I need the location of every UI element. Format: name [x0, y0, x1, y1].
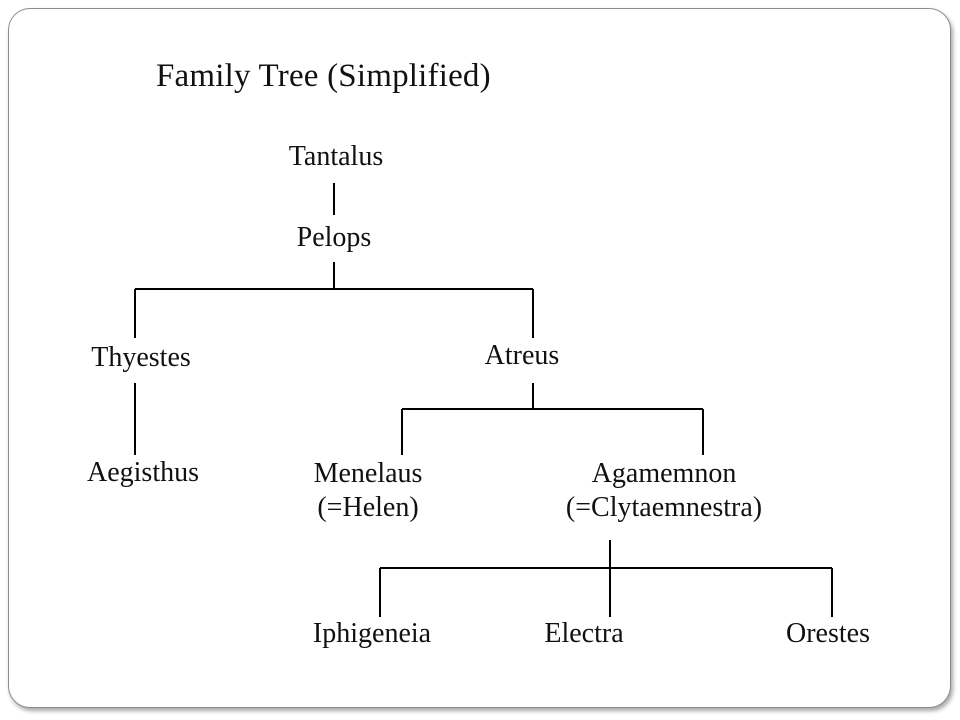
- node-label: Electra: [544, 618, 624, 649]
- node-thyestes: Thyestes: [91, 341, 191, 375]
- node-label: Atreus: [484, 340, 560, 371]
- node-label: Orestes: [786, 618, 870, 649]
- node-spouse: (=Helen): [317, 492, 419, 523]
- node-label: Tantalus: [288, 141, 384, 172]
- node-spouse: (=Clytaemnestra): [565, 492, 763, 523]
- node-label: Menelaus: [313, 458, 423, 489]
- node-agamemnon: Agamemnon (=Clytaemnestra): [566, 457, 762, 525]
- node-label: Pelops: [296, 222, 372, 253]
- node-electra: Electra: [544, 617, 623, 651]
- node-tantalus: Tantalus: [289, 140, 383, 174]
- node-orestes: Orestes: [786, 617, 870, 651]
- diagram-title: Family Tree (Simplified): [156, 58, 491, 94]
- node-label: Aegisthus: [87, 457, 199, 488]
- node-atreus: Atreus: [485, 339, 560, 373]
- node-menelaus: Menelaus (=Helen): [314, 457, 423, 525]
- slide-frame: [8, 8, 951, 708]
- node-iphigeneia: Iphigeneia: [313, 617, 431, 651]
- node-label: Iphigeneia: [312, 618, 432, 649]
- node-pelops: Pelops: [297, 221, 372, 255]
- node-aegisthus: Aegisthus: [87, 456, 199, 490]
- node-label: Thyestes: [91, 342, 191, 373]
- node-label: Agamemnon: [591, 458, 737, 489]
